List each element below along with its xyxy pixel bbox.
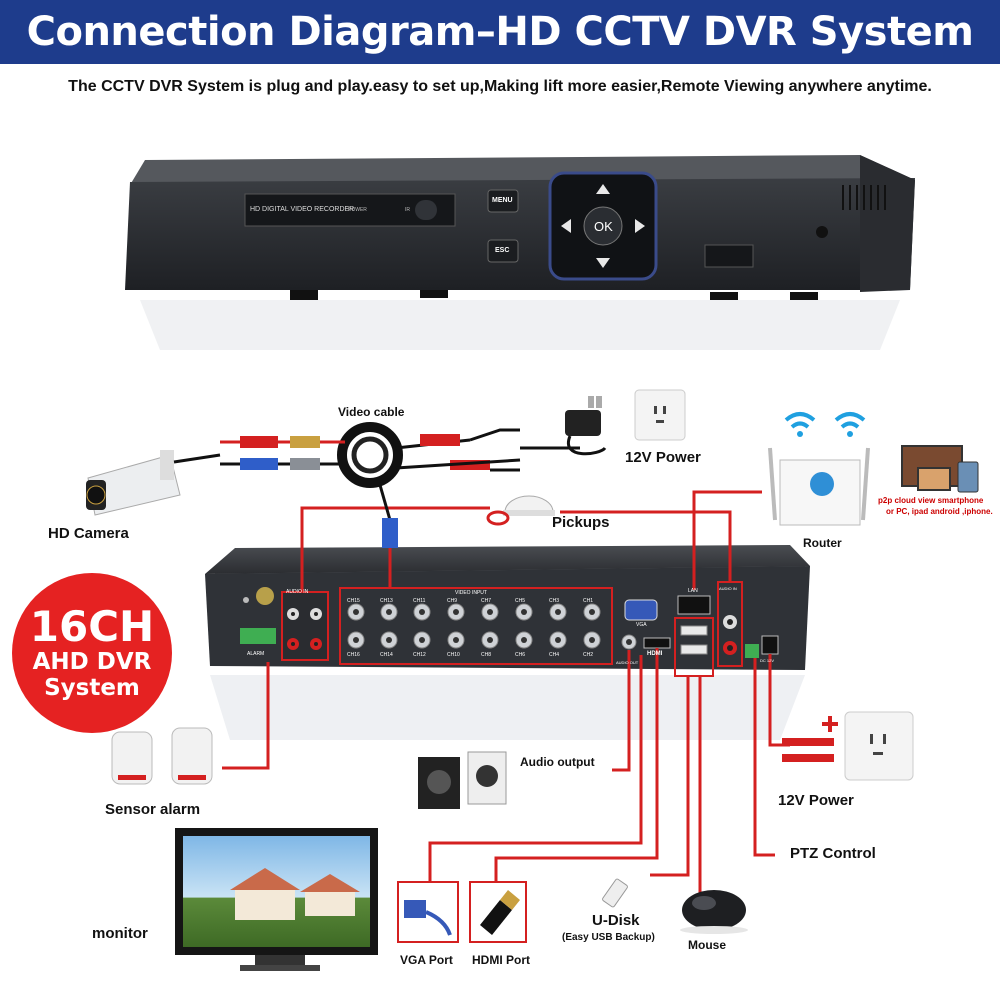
- ok-button[interactable]: OK: [594, 219, 613, 234]
- power-top-label: 12V Power: [625, 449, 701, 466]
- power-right-label: 12V Power: [778, 792, 854, 809]
- router-label: Router: [803, 536, 842, 550]
- monitor-device: [175, 828, 378, 971]
- channel-label-top: CH13: [380, 598, 393, 604]
- dvr-power-label: POWER: [348, 207, 367, 213]
- channel-label-top: CH7: [481, 598, 492, 604]
- dvr-ir-label: IR: [405, 207, 410, 213]
- channel-label-top: CH15: [347, 598, 360, 604]
- badge-line-3: System: [44, 675, 140, 701]
- pickup-mic: [486, 495, 555, 526]
- power-adapter: [565, 396, 607, 456]
- p2p-label: p2p cloud view smartphone: [878, 496, 984, 505]
- hd-camera: [86, 450, 221, 516]
- wiring: [222, 490, 790, 893]
- 16ch-badge: 16CH AHD DVR System: [12, 573, 172, 733]
- monitor-label: monitor: [92, 925, 148, 942]
- hd-camera-label: HD Camera: [48, 525, 129, 542]
- sensor-alarm-label: Sensor alarm: [105, 801, 201, 818]
- ptz-control-label: PTZ Control: [790, 845, 876, 862]
- dc12v-label: DC 12V: [760, 658, 775, 663]
- dvr-model-label: HD DIGITAL VIDEO RECORDER: [250, 206, 355, 213]
- channel-label-bottom: CH8: [481, 652, 492, 658]
- video-cable: [220, 422, 580, 548]
- audio-output-label: Audio output: [520, 755, 595, 769]
- dvr-front: [125, 155, 915, 350]
- video-input-label: VIDEO INPUT: [455, 590, 487, 596]
- channel-label-bottom: CH4: [549, 652, 560, 658]
- udisk-sub-label: (Easy USB Backup): [562, 932, 655, 943]
- vga-label: VGA: [636, 622, 647, 628]
- page-subtitle: The CCTV DVR System is plug and play.eas…: [68, 78, 932, 95]
- router: [768, 412, 870, 526]
- alarm-label: ALARM: [247, 651, 265, 657]
- p2p-devices: [901, 445, 979, 493]
- menu-button[interactable]: MENU: [492, 197, 513, 204]
- channel-label-top: CH1: [583, 598, 594, 604]
- udisk: [602, 878, 628, 908]
- audio-out-label: AUDIO OUT: [616, 660, 639, 665]
- header-banner: Connection Diagram–HD CCTV DVR System: [0, 0, 1000, 64]
- vga-cable-box: [397, 881, 459, 943]
- channel-label-top: CH3: [549, 598, 560, 604]
- mouse-label: Mouse: [688, 938, 727, 952]
- audio-in-label: AUDIO IN: [286, 589, 309, 595]
- mouse-device: [680, 890, 748, 934]
- speakers: [418, 751, 507, 809]
- channel-label-bottom: CH10: [447, 652, 460, 658]
- badge-line-2: AHD DVR: [32, 649, 152, 675]
- udisk-label: U-Disk: [592, 912, 640, 929]
- hdmi-label: HDMI: [647, 651, 663, 657]
- channel-label-top: CH11: [413, 598, 426, 604]
- p2p-sub-label: or PC, ipad android ,iphone.: [886, 507, 993, 516]
- channel-label-top: CH5: [515, 598, 526, 604]
- channel-label-bottom: CH12: [413, 652, 426, 658]
- audio-in-right-label: AUDIO IN: [719, 586, 737, 591]
- dvr-back: [205, 545, 810, 740]
- pickups-label: Pickups: [552, 514, 610, 531]
- hdmi-port-label: HDMI Port: [472, 953, 530, 967]
- esc-button[interactable]: ESC: [495, 247, 510, 254]
- dc-power-symbol: [782, 716, 838, 762]
- wall-socket-top: [634, 389, 686, 441]
- wall-socket-right: [844, 711, 914, 781]
- badge-line-1: 16CH: [29, 602, 155, 651]
- vga-port-label: VGA Port: [400, 953, 453, 967]
- channel-label-top: CH9: [447, 598, 458, 604]
- channel-label-bottom: CH14: [380, 652, 393, 658]
- channel-label-bottom: CH16: [347, 652, 360, 658]
- channel-label-bottom: CH6: [515, 652, 526, 658]
- lan-label: LAN: [688, 588, 698, 594]
- sensor-alarm: [111, 727, 213, 785]
- page-title: Connection Diagram–HD CCTV DVR System: [26, 9, 974, 55]
- channel-label-bottom: CH2: [583, 652, 594, 658]
- hdmi-cable-box: [469, 881, 527, 943]
- video-cable-label: Video cable: [338, 405, 405, 419]
